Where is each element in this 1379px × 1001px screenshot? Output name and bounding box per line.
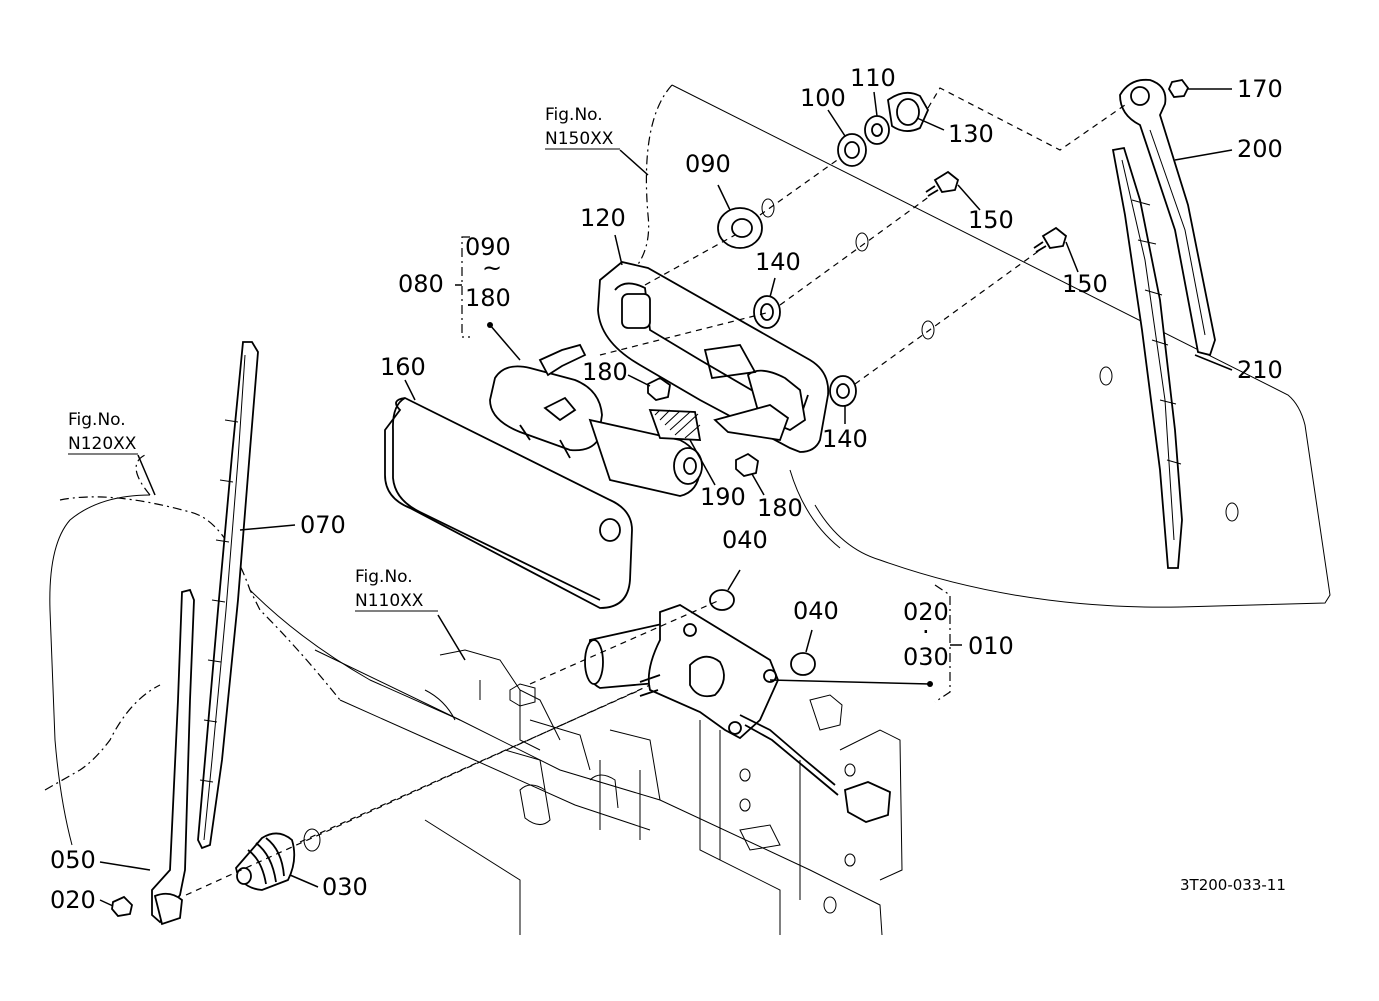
- rear-wiper-blade-210: [1111, 146, 1183, 569]
- leader-lines: [99, 87, 1233, 907]
- callout-100: 100: [800, 84, 846, 112]
- callout-090: 090: [685, 150, 731, 178]
- front-windshield-glass: [44, 454, 341, 846]
- callout-range-tilde: ~: [482, 254, 502, 282]
- callout-010: 010: [968, 632, 1014, 660]
- callout-150-b: 150: [1062, 270, 1108, 298]
- rear-window-glass: [631, 84, 1331, 608]
- figure-ref-n120xx: Fig.No. N120XX: [68, 410, 138, 455]
- figure-ref-n120xx-title: Fig.No.: [68, 410, 126, 430]
- callout-050: 050: [50, 846, 96, 874]
- callout-labels: 170 200 210 110 100 130 150 150 090 120 …: [50, 64, 1283, 914]
- callout-140-a: 140: [755, 248, 801, 276]
- front-wiper-arm-050: [151, 588, 195, 926]
- boot-030: [235, 828, 321, 891]
- callout-200: 200: [1237, 135, 1283, 163]
- rear-wiper-arm-200: [1119, 78, 1216, 357]
- nut-170: [1167, 79, 1190, 98]
- figure-ref-n110xx: Fig.No. N110XX: [355, 567, 438, 612]
- figure-ref-n150xx: Fig.No. N150XX: [545, 105, 620, 150]
- rubber-mount-140-b: [829, 375, 857, 407]
- figure-ref-n110xx-title: Fig.No.: [355, 567, 413, 587]
- spacer-110: [864, 115, 890, 145]
- figure-ref-n150xx-code: N150XX: [545, 129, 614, 149]
- nut-020: [111, 895, 133, 917]
- figure-ref-n110xx-code: N110XX: [355, 591, 424, 611]
- callout-040-b: 040: [793, 597, 839, 625]
- callout-020-range-start: 020: [903, 598, 949, 626]
- figure-ref-n150xx-title: Fig.No.: [545, 105, 603, 125]
- callout-170: 170: [1237, 75, 1283, 103]
- motor-cover-160: [384, 397, 633, 609]
- callout-090-range-start: 090: [465, 233, 511, 261]
- callout-180-b: 180: [757, 494, 803, 522]
- bolt-150-b: [1033, 226, 1068, 253]
- callout-190: 190: [700, 483, 746, 511]
- callout-140-b: 140: [822, 425, 868, 453]
- callout-130: 130: [948, 120, 994, 148]
- bushing-040-b: [790, 652, 816, 676]
- seal-100: [837, 133, 867, 167]
- callout-080: 080: [398, 270, 444, 298]
- grommet-090: [717, 207, 763, 249]
- callout-150-a: 150: [968, 206, 1014, 234]
- cap-130: [887, 91, 930, 132]
- bolt-150-a: [925, 170, 960, 197]
- front-wiper-motor-010: [584, 604, 891, 823]
- figure-ref-n120xx-code: N120XX: [68, 434, 137, 454]
- callout-120: 120: [580, 204, 626, 232]
- callout-110: 110: [850, 64, 896, 92]
- callout-030-range-end: 030: [903, 643, 949, 671]
- front-wiper-blade-070: [197, 341, 259, 850]
- callout-020: 020: [50, 886, 96, 914]
- callout-range-dot: ·: [922, 618, 930, 646]
- callout-040-a: 040: [722, 526, 768, 554]
- document-id: 3T200-033-11: [1180, 876, 1286, 894]
- callout-180-range-end: 180: [465, 284, 511, 312]
- rear-wiper-motor: [489, 343, 703, 497]
- cab-frame: [249, 589, 903, 936]
- callout-160: 160: [380, 353, 426, 381]
- rubber-mount-140-a: [753, 295, 781, 329]
- callout-030: 030: [322, 873, 368, 901]
- callout-210: 210: [1237, 356, 1283, 384]
- pad-190: [648, 409, 702, 441]
- bushing-040-a: [709, 589, 735, 611]
- callout-070: 070: [300, 511, 346, 539]
- nut-180-a: [647, 376, 671, 401]
- rear-motor-bracket-120: [597, 261, 830, 453]
- callout-180-a: 180: [582, 358, 628, 386]
- nut-180-b: [735, 452, 759, 477]
